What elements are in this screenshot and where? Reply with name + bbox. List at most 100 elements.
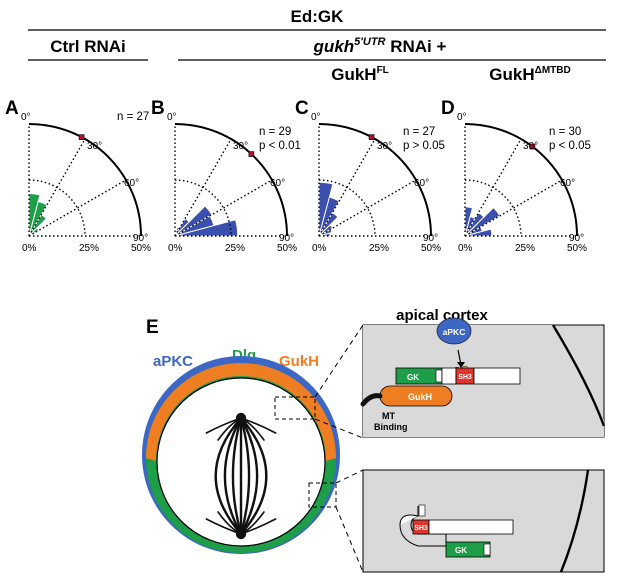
gk-domain — [395, 367, 443, 385]
polar-spoke-60 — [28, 179, 127, 237]
gukh-rnai-label: gukh5'UTR RNAi + — [313, 36, 447, 56]
apkc-blob — [436, 317, 472, 345]
polar-outer-arc — [174, 123, 288, 237]
zoom-box-lateral — [308, 482, 337, 508]
angle-label: 90° — [569, 233, 584, 244]
radial-label: 25% — [225, 243, 245, 254]
angle-label: 30° — [233, 141, 248, 152]
polar-plot-d: 0° 30° 60° 90° 0% 25% 50% Dn = 30 p < 0.05 — [441, 98, 591, 254]
radial-label: 0% — [312, 243, 327, 254]
polar-mid-arc — [464, 179, 522, 237]
radial-label: 0% — [22, 243, 37, 254]
polar-wedge — [318, 212, 339, 237]
angle-label: 60° — [560, 178, 575, 189]
stat-n: n = 29 — [259, 126, 291, 138]
panel-letter: B — [151, 98, 165, 119]
label-apkc: aPKC — [153, 353, 193, 370]
spindle-fiber — [239, 416, 251, 536]
label-gukh: GukH — [279, 353, 319, 370]
polar-mid-arc — [28, 179, 86, 237]
polar-wedge — [464, 228, 493, 237]
angle-label: 60° — [270, 178, 285, 189]
zoom-box-apical — [274, 396, 316, 420]
linker-lateral — [418, 504, 426, 517]
zoom-line — [335, 469, 364, 484]
inset-gukh-label: GukH — [408, 392, 432, 402]
angle-label: 0° — [21, 112, 31, 123]
angle-label: 30° — [523, 141, 538, 152]
cell-ring-gukh — [146, 363, 336, 461]
radial-label: 50% — [567, 243, 587, 254]
microtubule-end — [360, 393, 383, 407]
polar-wedge — [28, 227, 40, 237]
mitotic-spindle — [205, 412, 277, 540]
polar-wedge — [174, 205, 213, 237]
inset-mt-line1: MT — [382, 411, 395, 421]
arrow-head — [457, 362, 465, 368]
zoom-line — [314, 324, 364, 398]
ctrl-rnai-label: Ctrl RNAi — [50, 37, 126, 56]
inset2-sh3-label: SH3 — [414, 525, 428, 532]
radial-label: 50% — [277, 243, 297, 254]
header-title: Ed:GK — [291, 7, 345, 26]
spindle-fiber — [239, 416, 268, 536]
angle-label: 30° — [87, 141, 102, 152]
angle-label: 90° — [423, 233, 438, 244]
angle-label: 60° — [124, 178, 139, 189]
radial-label: 50% — [421, 243, 441, 254]
angle-label: 0° — [457, 112, 467, 123]
inset-gk-label: GK — [407, 373, 419, 382]
polar-plot-c: 0° 30° 60° 90° 0% 25% 50% Cn = 27 p > 0.05 — [295, 98, 445, 254]
polar-mean-marker — [368, 134, 375, 140]
radial-label: 25% — [515, 243, 535, 254]
inset-lateral: SH3 GK — [362, 469, 605, 573]
inset-title: apical cortex — [396, 307, 488, 324]
polar-mean-marker — [529, 143, 536, 150]
stat-p: p < 0.05 — [549, 140, 591, 152]
radial-label: 25% — [369, 243, 389, 254]
polar-mean-marker — [248, 151, 255, 157]
panel-letter: A — [5, 98, 19, 119]
zoom-line — [335, 506, 364, 573]
inset-apkc-label: aPKC — [443, 327, 466, 337]
polar-outer-arc — [28, 123, 142, 237]
tail — [473, 367, 521, 385]
polar-spoke-60 — [318, 179, 417, 237]
panel-letter: C — [295, 98, 309, 119]
stat-n: n = 27 — [117, 111, 149, 123]
polar-spoke-60 — [174, 179, 273, 237]
panel-letter-e: E — [146, 317, 159, 338]
angle-label: 90° — [279, 233, 294, 244]
cortex-line-lateral — [559, 469, 590, 573]
polar-wedge — [318, 232, 331, 237]
linker — [441, 367, 457, 385]
radial-label: 0% — [458, 243, 473, 254]
angle-label: 60° — [414, 178, 429, 189]
stat-p: p > 0.05 — [403, 140, 445, 152]
polar-wedge — [174, 219, 239, 237]
polar-mid-arc — [318, 179, 376, 237]
gukh-fl-label: GukHFL — [331, 65, 389, 84]
stat-n: n = 27 — [403, 126, 435, 138]
centrosome — [235, 528, 247, 540]
polar-mean-marker — [78, 134, 85, 140]
angle-label: 0° — [311, 112, 321, 123]
tail-lateral — [428, 519, 514, 535]
polar-wedge — [318, 224, 334, 237]
inset-sh3-label: SH3 — [458, 374, 472, 381]
polar-mid-arc — [174, 179, 232, 237]
gk-stripe-lateral — [483, 543, 491, 556]
inset2-gk-label: GK — [455, 546, 467, 555]
polar-outer-arc — [318, 123, 432, 237]
polar-plot-b: 0°30°60°90°0%25%50%Bn = 29p < 0.01 — [151, 98, 301, 254]
gukh-mtbd-label: GukHΔMTBD — [489, 65, 570, 84]
radial-label: 0% — [168, 243, 183, 254]
stat-p: p < 0.01 — [259, 140, 301, 152]
polar-outer-arc — [464, 123, 578, 237]
stat-n: n = 30 — [549, 126, 581, 138]
angle-label: 30° — [377, 141, 392, 152]
spindle-fiber — [231, 416, 243, 536]
panel-letter: D — [441, 98, 455, 119]
